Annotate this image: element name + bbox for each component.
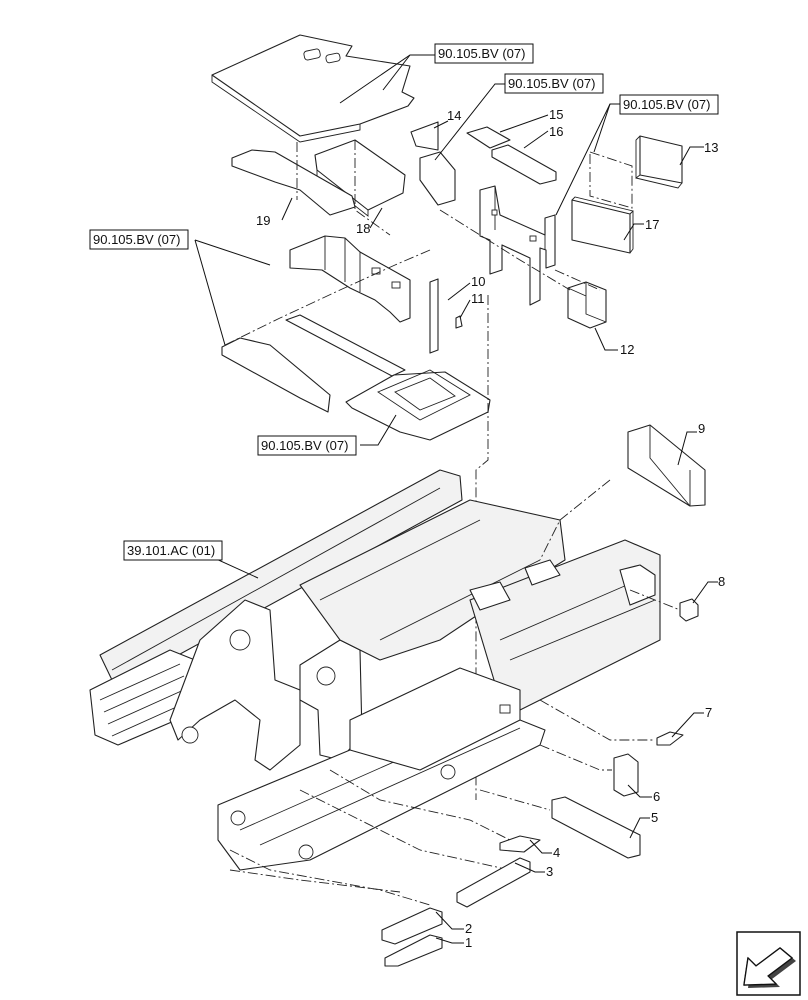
bracket-lower-14	[419, 151, 456, 206]
reference-label: 90.105.BV (07)	[508, 76, 595, 91]
callout-7: 7	[705, 705, 712, 720]
callout-14: 14	[447, 108, 461, 123]
reference-label: 90.105.BV (07)	[438, 46, 525, 61]
strip-16	[491, 144, 557, 185]
callout-13: 13	[704, 140, 718, 155]
callout-9: 9	[698, 421, 705, 436]
callout-15: 15	[549, 107, 563, 122]
block-12	[567, 281, 607, 329]
strip-3	[456, 857, 531, 908]
wedge-14	[410, 121, 439, 151]
strip-1	[384, 934, 443, 967]
strip-2	[381, 907, 443, 945]
callout-3: 3	[546, 864, 553, 879]
plate-19	[231, 149, 356, 216]
top-cover-panel	[211, 34, 415, 143]
next-page-arrow-icon[interactable]	[736, 931, 801, 996]
reference-box-right[interactable]: 90.105.BV (07)	[619, 94, 719, 115]
callout-12: 12	[620, 342, 634, 357]
callout-4: 4	[553, 845, 560, 860]
strip-5	[551, 796, 641, 859]
callout-11: 11	[471, 291, 485, 306]
reference-label: 39.101.AC (01)	[127, 543, 215, 558]
callout-1: 1	[465, 935, 472, 950]
reference-label: 90.105.BV (07)	[93, 232, 180, 247]
callout-18: 18	[356, 221, 370, 236]
reference-box-center[interactable]: 90.105.BV (07)	[504, 73, 604, 94]
plate-17	[571, 196, 634, 254]
callout-10: 10	[471, 274, 485, 289]
callout-16: 16	[549, 124, 563, 139]
reference-label: 90.105.BV (07)	[623, 97, 710, 112]
callout-2: 2	[465, 921, 472, 936]
reference-label: 90.105.BV (07)	[261, 438, 348, 453]
plate-13	[635, 135, 683, 189]
reference-box-lower[interactable]: 90.105.BV (07)	[257, 435, 357, 456]
callout-8: 8	[718, 574, 725, 589]
main-chassis	[89, 469, 661, 871]
callout-19: 19	[256, 213, 270, 228]
callout-5: 5	[651, 810, 658, 825]
lower-panel-frame	[221, 235, 491, 441]
callout-6: 6	[653, 789, 660, 804]
rear-post-assembly	[479, 185, 556, 306]
block-8	[679, 598, 699, 622]
clip-11	[455, 315, 463, 329]
block-9	[627, 424, 706, 507]
wedge-7	[656, 731, 684, 746]
block-6	[613, 753, 639, 797]
reference-box-top[interactable]: 90.105.BV (07)	[434, 43, 534, 64]
reference-box-left[interactable]: 90.105.BV (07)	[89, 229, 189, 250]
strip-15	[466, 126, 511, 149]
callout-17: 17	[645, 217, 659, 232]
reference-box-chassis[interactable]: 39.101.AC (01)	[123, 540, 223, 561]
post-10	[429, 278, 439, 354]
